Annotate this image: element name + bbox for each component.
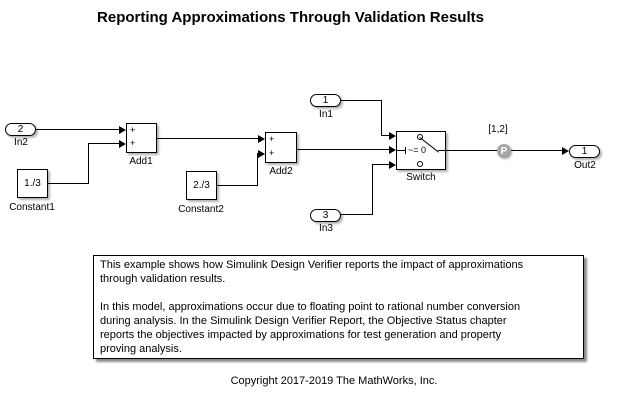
annotation-box[interactable]: This example shows how Simulink Design V… (93, 255, 584, 359)
signal-line-in3-switch[interactable] (372, 164, 390, 165)
signal-line-in3-switch[interactable] (341, 214, 373, 215)
proof-objective-circle[interactable]: P (497, 144, 511, 158)
inport-in2-label: In2 (14, 137, 28, 148)
switch-bottom-port-circle (417, 161, 423, 167)
signal-line-in1-switch[interactable] (381, 100, 382, 136)
model-title: Reporting Approximations Through Validat… (97, 9, 484, 26)
inport-in3-number: 3 (322, 210, 329, 221)
add1-plus-sign-2: + (130, 138, 136, 148)
inport-in2[interactable]: 2 (5, 123, 36, 136)
arrowhead (389, 146, 396, 154)
add2-plus-sign-1: + (269, 134, 275, 144)
signal-line-in3-switch[interactable] (372, 164, 373, 215)
signal-line-constant1-add1[interactable] (88, 143, 119, 144)
inport-in1-number: 1 (322, 95, 329, 106)
constant2-block[interactable]: 2./3 (186, 171, 217, 200)
outport-out2-label: Out2 (574, 160, 596, 171)
arrowhead (119, 126, 126, 134)
switch-block[interactable]: ~= 0 (396, 131, 446, 170)
switch-criteria-text: ~= 0 (408, 145, 427, 155)
arrowhead (389, 132, 396, 140)
signal-line-in1-switch[interactable] (381, 135, 390, 136)
constant2-label: Constant2 (178, 204, 224, 215)
add1-label: Add1 (129, 156, 153, 167)
add2-plus-sign-2: + (269, 148, 275, 158)
switch-input-stub (397, 150, 405, 151)
proof-objective-letter: P (500, 145, 508, 157)
proof-objective-values: [1,2] (488, 124, 508, 135)
add1-block[interactable]: + + (126, 123, 157, 153)
signal-line-add2-switch[interactable] (297, 149, 390, 150)
signal-line-constant2-add2[interactable] (217, 185, 258, 186)
outport-out2-number: 1 (581, 146, 588, 157)
inport-in3-label: In3 (319, 223, 333, 234)
signal-line-proof-out2[interactable] (511, 150, 562, 151)
signal-line-constant1-add1[interactable] (88, 143, 89, 184)
add2-label: Add2 (269, 166, 293, 177)
constant1-label: Constant1 (9, 202, 55, 213)
signal-line-add1-add2[interactable] (157, 138, 258, 139)
constant1-value: 1./3 (24, 178, 41, 189)
add1-plus-sign-1: + (130, 125, 136, 135)
inport-in1-label: In1 (319, 109, 333, 120)
arrowhead (258, 135, 265, 143)
signal-line-constant1-add1[interactable] (47, 183, 89, 184)
arrowhead (119, 140, 126, 148)
signal-line-in1-switch[interactable] (341, 100, 382, 101)
outport-out2[interactable]: 1 (569, 145, 600, 158)
constant1-block[interactable]: 1./3 (17, 169, 48, 198)
arrowhead (258, 150, 265, 158)
add2-block[interactable]: + + (265, 132, 297, 163)
copyright-text: Copyright 2017-2019 The MathWorks, Inc. (230, 375, 438, 387)
inport-in1[interactable]: 1 (310, 94, 341, 107)
signal-line-switch-proof[interactable] (446, 150, 497, 151)
inport-in3[interactable]: 3 (310, 209, 341, 222)
signal-line-in2-add1[interactable] (36, 129, 120, 130)
inport-in2-number: 2 (17, 124, 24, 135)
switch-label: Switch (406, 172, 436, 183)
arrowhead (562, 147, 569, 155)
constant2-value: 2./3 (193, 180, 210, 191)
arrowhead (389, 161, 396, 169)
switch-output-stub (438, 150, 445, 151)
switch-input-tick (405, 147, 406, 154)
signal-line-constant2-add2[interactable] (257, 153, 258, 186)
